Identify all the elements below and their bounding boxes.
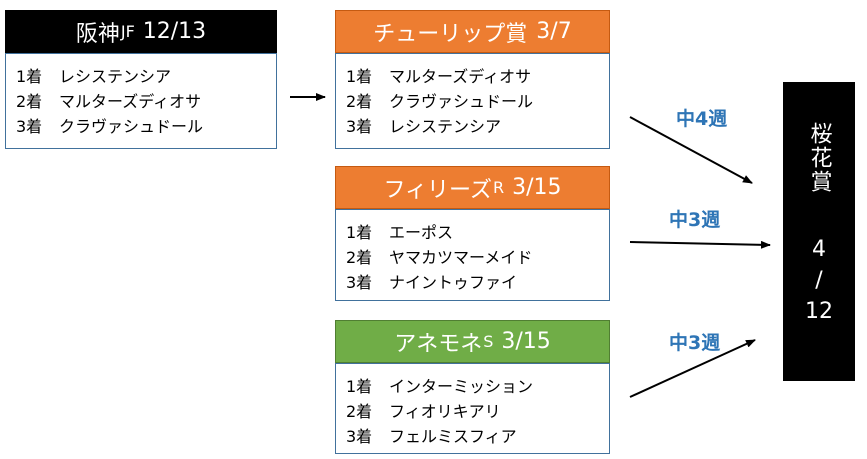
- target-date-separator: /: [815, 268, 823, 293]
- finish-position: 3着: [346, 117, 373, 136]
- arrow-fillies-to-oka: [629, 240, 771, 249]
- arrow-tulip-to-oka: [629, 116, 753, 184]
- interval-label-anemone: 中3週: [669, 332, 721, 354]
- race-title-suffix: S: [483, 332, 494, 351]
- finish-position: 2着: [346, 248, 373, 267]
- horse-name: クラヴァシュドール: [59, 117, 204, 136]
- horse-name: インターミッション: [389, 377, 534, 396]
- arrow-anemone-to-oka: [629, 339, 756, 398]
- race-results-fillies-revue: 1着エーポス 2着ヤマカツマーメイド 3着ナイントゥファイ: [335, 209, 610, 301]
- result-row: 2着フィオリキアリ: [346, 399, 609, 424]
- finish-position: 1着: [16, 67, 43, 86]
- horse-name: レシステンシア: [59, 67, 172, 86]
- race-title-suffix: JF: [120, 22, 135, 41]
- horse-name: マルターズディオサ: [59, 92, 202, 111]
- race-header-tulip-sho: チューリップ賞 3/7: [335, 10, 610, 53]
- result-row: 2着ヤマカツマーメイド: [346, 245, 609, 270]
- horse-name: レシステンシア: [389, 117, 502, 136]
- race-title: 阪神: [75, 21, 120, 47]
- result-row: 1着エーポス: [346, 220, 609, 245]
- finish-position: 3着: [346, 427, 373, 446]
- race-date: 3/15: [512, 175, 562, 200]
- horse-name: ナイントゥファイ: [389, 273, 518, 292]
- race-title: アネモネ: [394, 331, 483, 357]
- result-row: 2着クラヴァシュドール: [346, 89, 609, 114]
- finish-position: 2着: [346, 92, 373, 111]
- finish-position: 2着: [346, 402, 373, 421]
- result-row: 1着マルターズディオサ: [346, 64, 609, 89]
- horse-name: クラヴァシュドール: [389, 92, 534, 111]
- target-race-oka-sho: 桜花賞 4 / 12: [783, 82, 855, 381]
- target-date-month: 4: [812, 237, 826, 262]
- result-row: 3着ナイントゥファイ: [346, 270, 609, 295]
- horse-name: フェルミスフィア: [389, 427, 517, 446]
- target-race-date: 4 / 12: [783, 234, 855, 327]
- target-race-name: 桜花賞: [806, 122, 832, 194]
- finish-position: 3着: [16, 117, 43, 136]
- horse-name: フィオリキアリ: [389, 402, 501, 421]
- race-date: 3/15: [501, 329, 551, 354]
- horse-name: エーポス: [389, 223, 454, 242]
- race-title: フィリーズ: [383, 177, 492, 203]
- race-title-suffix: R: [492, 178, 505, 197]
- interval-label-fillies: 中3週: [669, 209, 721, 231]
- finish-position: 1着: [346, 377, 373, 396]
- finish-position: 2着: [16, 92, 43, 111]
- race-date: 3/7: [536, 19, 572, 44]
- finish-position: 1着: [346, 67, 373, 86]
- race-box-tulip-sho: チューリップ賞 3/7 1着マルターズディオサ 2着クラヴァシュドール 3着レシス…: [335, 10, 610, 149]
- race-date: 12/13: [142, 19, 207, 44]
- race-title: チューリップ賞: [373, 21, 528, 47]
- race-results-hanshin-jf: 1着レシステンシア 2着マルターズディオサ 3着クラヴァシュドール: [5, 53, 277, 149]
- race-results-anemone-stakes: 1着インターミッション 2着フィオリキアリ 3着フェルミスフィア: [335, 363, 610, 454]
- target-date-day: 12: [805, 299, 833, 324]
- interval-label-tulip: 中4週: [676, 108, 728, 130]
- result-row: 3着レシステンシア: [346, 114, 609, 139]
- horse-name: マルターズディオサ: [389, 67, 532, 86]
- horse-name: ヤマカツマーメイド: [389, 248, 533, 267]
- race-results-tulip-sho: 1着マルターズディオサ 2着クラヴァシュドール 3着レシステンシア: [335, 53, 610, 149]
- result-row: 3着フェルミスフィア: [346, 424, 609, 449]
- result-row: 1着レシステンシア: [16, 64, 276, 89]
- result-row: 3着クラヴァシュドール: [16, 114, 276, 139]
- finish-position: 1着: [346, 223, 373, 242]
- result-row: 1着インターミッション: [346, 374, 609, 399]
- result-row: 2着マルターズディオサ: [16, 89, 276, 114]
- finish-position: 3着: [346, 273, 373, 292]
